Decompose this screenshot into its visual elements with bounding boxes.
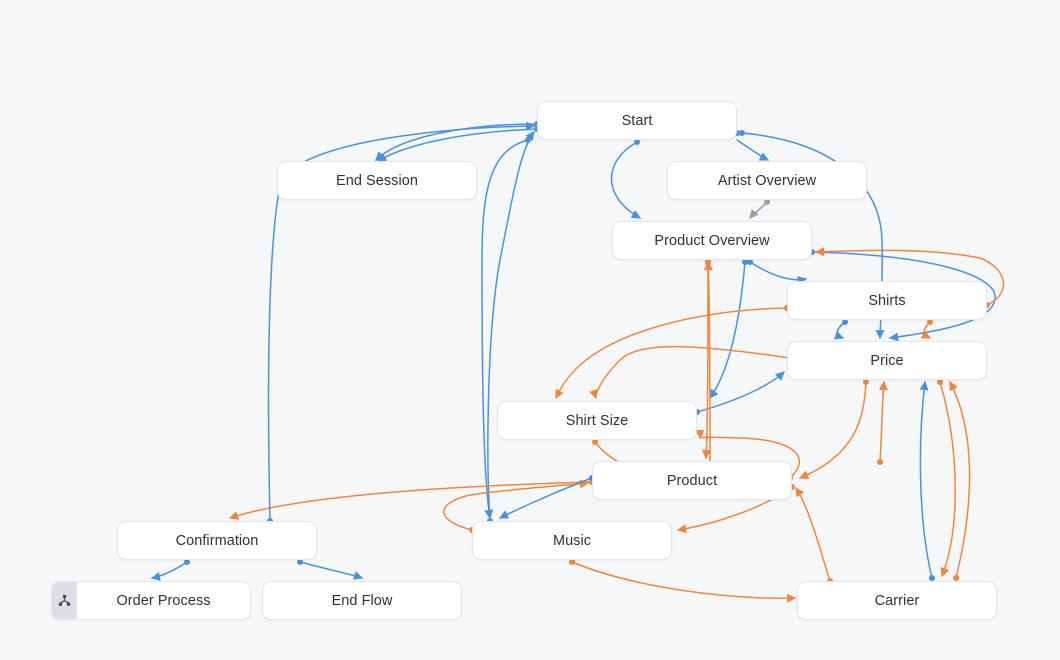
node-label: Shirts: [868, 292, 906, 309]
node-end-session[interactable]: End Session: [277, 161, 477, 200]
edge-start-to-artist-overview: [736, 139, 770, 161]
edge-source-dot: [877, 459, 883, 465]
edge-product-overview-to-product: [701, 261, 711, 460]
node-confirmation[interactable]: Confirmation: [117, 521, 317, 560]
node-product-overview[interactable]: Product Overview: [612, 221, 812, 260]
node-label: End Session: [336, 172, 418, 189]
edge-start-to-music: [481, 139, 529, 520]
node-carrier[interactable]: Carrier: [797, 581, 997, 620]
node-label: Music: [552, 532, 592, 549]
edge-source-dot: [525, 137, 531, 143]
edge-product-to-confirmation: [228, 481, 593, 520]
edge-carrier-to-price: [949, 380, 971, 579]
edge-carrier-to-price: [919, 380, 933, 579]
edge-shirt-size-to-price: [696, 371, 785, 413]
hierarchy-icon: [52, 582, 77, 619]
edge-product-to-music: [498, 477, 593, 519]
edge-shirts-to-shirt-size: [555, 307, 788, 400]
node-label: Artist Overview: [717, 172, 817, 189]
node-label: Price: [870, 352, 904, 369]
edge-shirts-to-price: [920, 321, 932, 339]
edge-start-to-end-session: [376, 128, 538, 162]
edge-price-to-shirt-size: [589, 345, 791, 400]
node-label: Product: [666, 472, 718, 489]
edge-start-to-product-overview: [610, 141, 642, 219]
node-label: End Flow: [331, 592, 393, 609]
node-start[interactable]: Start: [537, 101, 737, 140]
edge-confirmation-to-order-process: [150, 561, 188, 581]
node-label: Carrier: [874, 592, 920, 609]
edge-music-to-start: [487, 131, 535, 522]
node-label: Order Process: [116, 592, 211, 609]
edge-start-to-end-session: [375, 123, 538, 161]
node-shirts[interactable]: Shirts: [787, 281, 987, 320]
node-label: Start: [621, 112, 653, 129]
edge-price-to-carrier: [939, 381, 956, 578]
edge-product-to-shirt-size: [703, 260, 713, 463]
edge-product-overview-to-shirts: [749, 261, 808, 285]
node-music[interactable]: Music: [472, 521, 672, 560]
edge-music-to-carrier: [571, 561, 797, 603]
node-label: Product Overview: [654, 232, 770, 249]
node-product[interactable]: Product: [592, 461, 792, 500]
edge-product-overview-to-shirt-size: [709, 261, 746, 399]
edge-price-to-product: [798, 381, 867, 480]
edge-product-to-price: [878, 380, 888, 463]
edge-carrier-to-product: [795, 486, 831, 582]
edge-source-dot: [739, 130, 745, 136]
edge-confirmation-to-end-flow: [299, 561, 364, 580]
node-end-flow[interactable]: End Flow: [262, 581, 462, 620]
node-artist-overview[interactable]: Artist Overview: [667, 161, 867, 200]
node-price[interactable]: Price: [787, 341, 987, 380]
node-shirt-size[interactable]: Shirt Size: [497, 401, 697, 440]
node-order-process[interactable]: Order Process: [51, 581, 251, 620]
edge-artist-overview-to-product-overview: [749, 201, 768, 219]
edge-shirts-to-price: [833, 321, 846, 340]
node-label: Confirmation: [175, 532, 259, 549]
node-label: Shirt Size: [565, 412, 629, 429]
